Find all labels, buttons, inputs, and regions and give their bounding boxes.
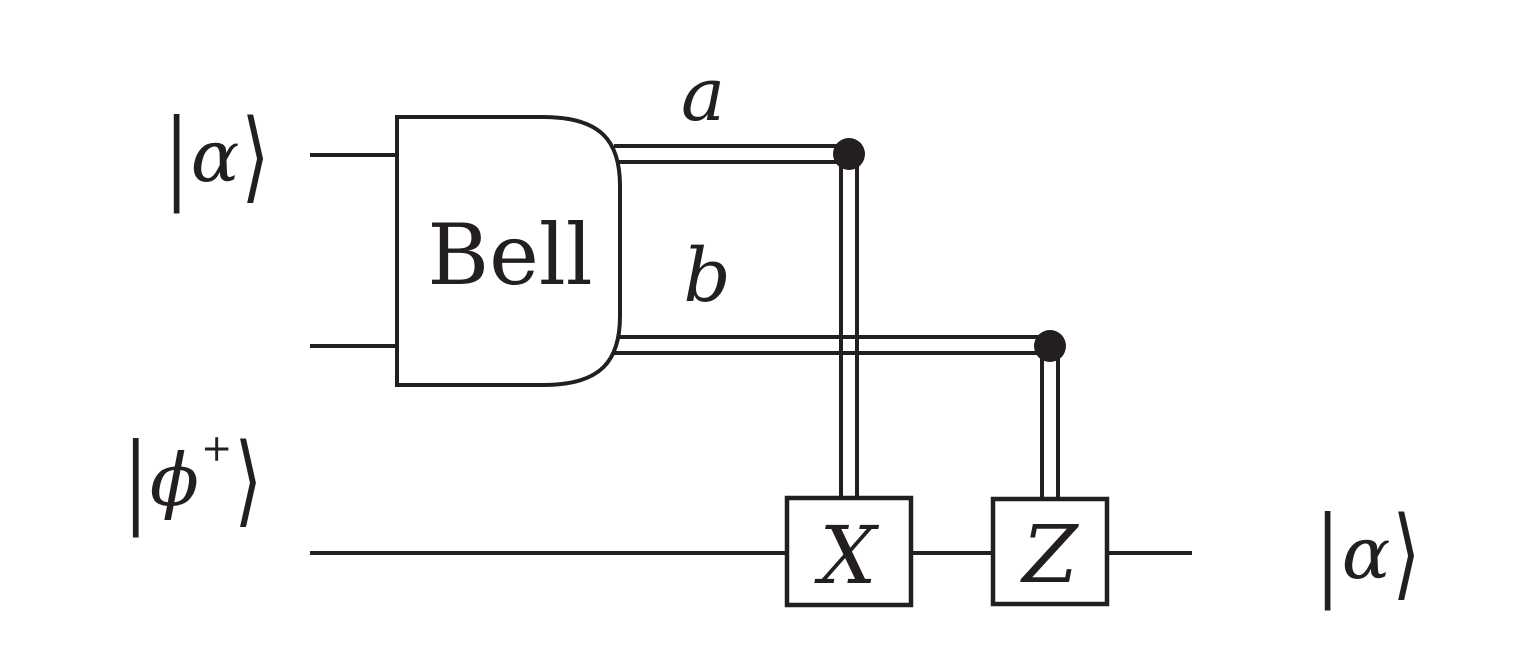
bell-gate-label: Bell <box>427 206 593 304</box>
z-gate-box <box>990 496 1110 607</box>
control-dot-b <box>1034 330 1066 362</box>
ket-letter-alpha: α <box>1341 511 1391 595</box>
ket-bar: | <box>1315 494 1340 611</box>
ket-superscript-plus: + <box>200 425 233 470</box>
ket-bar: | <box>164 97 189 214</box>
bell-measurement-box <box>395 115 622 387</box>
z-gate-label: Z <box>1022 508 1078 601</box>
ket-rangle: ⟩ <box>1392 494 1421 611</box>
x-gate-box <box>784 495 914 608</box>
ket-bar: | <box>123 421 148 538</box>
ket-letter-alpha: α <box>190 114 240 198</box>
wire-label-a: a <box>680 52 726 138</box>
ket-letter-phi: ϕ <box>149 438 199 522</box>
ket-output: |α⟩ <box>1316 503 1421 602</box>
wire-label-b: b <box>683 233 731 319</box>
ket-input-bottom: |ϕ+⟩ <box>124 429 263 529</box>
ket-rangle: ⟩ <box>234 421 263 538</box>
x-gate-label: X <box>819 509 877 602</box>
ket-input-top: |α⟩ <box>165 106 270 205</box>
ket-rangle: ⟩ <box>241 97 270 214</box>
control-dot-a <box>833 138 865 170</box>
